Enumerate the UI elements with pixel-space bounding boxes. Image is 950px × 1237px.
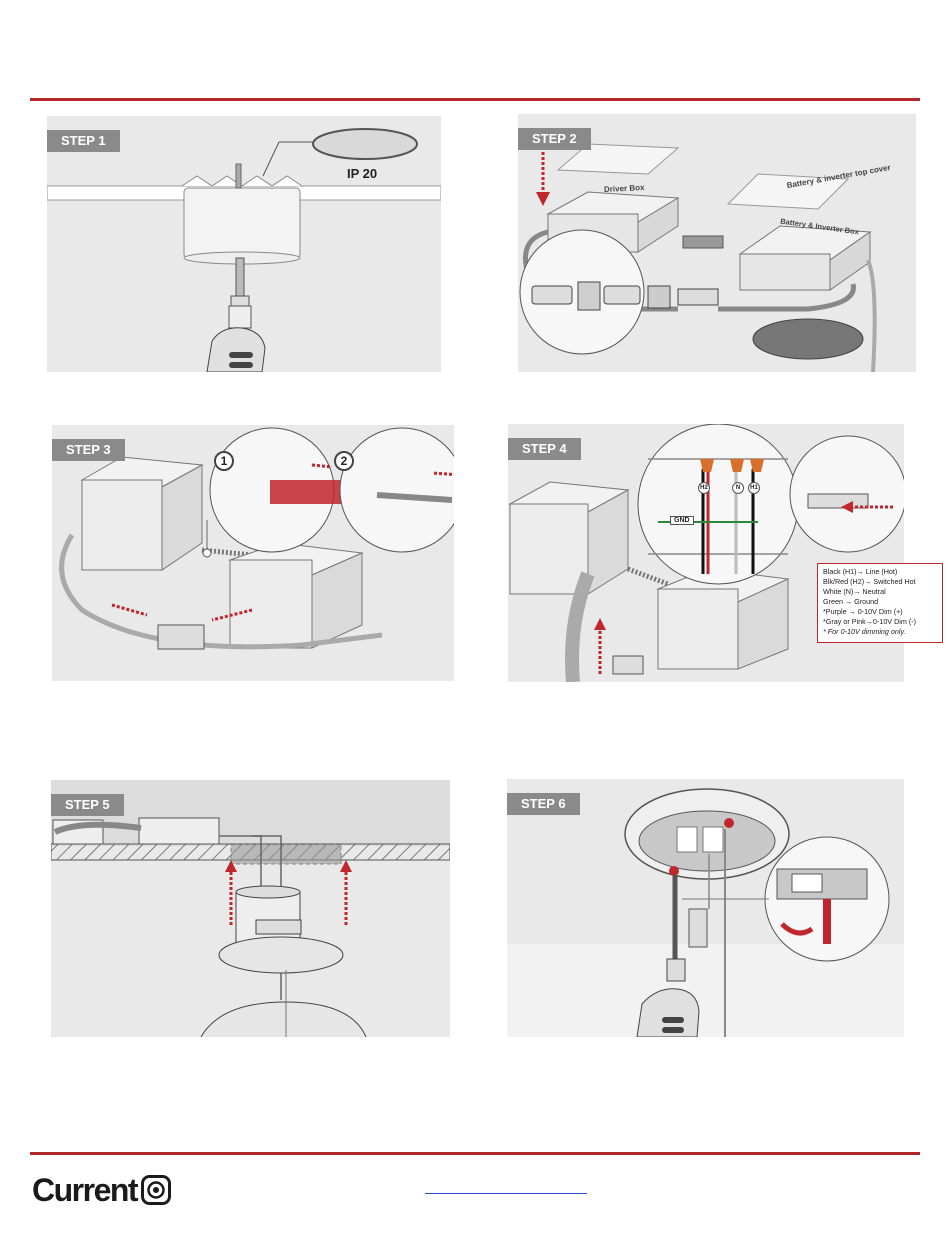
wire-color-legend: Black (H1)→ Line (Hot) Blk/Red (H2)→ Swi… [817, 563, 943, 643]
step-4-label: STEP 4 [508, 438, 581, 460]
step-2-label: STEP 2 [518, 128, 591, 150]
brand-name: Current [32, 1172, 137, 1209]
step-1-illustration [47, 116, 441, 372]
step-3-label: STEP 3 [52, 439, 125, 461]
ip-rating-callout: IP 20 [347, 166, 377, 181]
step-3-panel: STEP 3 1 2 [52, 425, 454, 681]
step-1-panel: STEP 1 IP 20 [47, 116, 441, 372]
legend-row: White (N)→ Neutral [823, 587, 937, 597]
legend-row: Green → Ground [823, 597, 937, 607]
n-tag: N [732, 482, 744, 494]
step-6-panel: STEP 6 [507, 779, 904, 1037]
step-1-label: STEP 1 [47, 130, 120, 152]
brand-mark-icon [141, 1175, 171, 1205]
step-2-illustration [518, 114, 916, 372]
h2-tag: H2 [698, 482, 710, 494]
brand-logo: Current [32, 1173, 171, 1207]
footer-link[interactable] [425, 1180, 587, 1194]
step-4-panel: STEP 4 GND H2 N H1 [508, 424, 904, 682]
marker-1: 1 [214, 451, 234, 471]
step-5-illustration [51, 780, 450, 1037]
legend-row: *Gray or Pink→0-10V Dim (-) [823, 617, 937, 627]
step-3-illustration [52, 425, 454, 681]
footer-rule [30, 1152, 920, 1155]
legend-row: *Purple → 0-10V Dim (+) [823, 607, 937, 617]
step-4-illustration [508, 424, 904, 682]
step-6-illustration [507, 779, 904, 1037]
step-5-panel: STEP 5 [51, 780, 450, 1037]
step-2-panel: STEP 2 Driver Box Battery & inverter top… [518, 114, 916, 372]
legend-row: Blk/Red (H2)→ Switched Hot [823, 577, 937, 587]
legend-row: Black (H1)→ Line (Hot) [823, 567, 937, 577]
legend-note: * For 0-10V dimming only. [823, 627, 937, 637]
header-rule [30, 98, 920, 101]
h1-tag: H1 [748, 482, 760, 494]
gnd-tag: GND [670, 516, 694, 525]
step-5-label: STEP 5 [51, 794, 124, 816]
step-6-label: STEP 6 [507, 793, 580, 815]
marker-2: 2 [334, 451, 354, 471]
